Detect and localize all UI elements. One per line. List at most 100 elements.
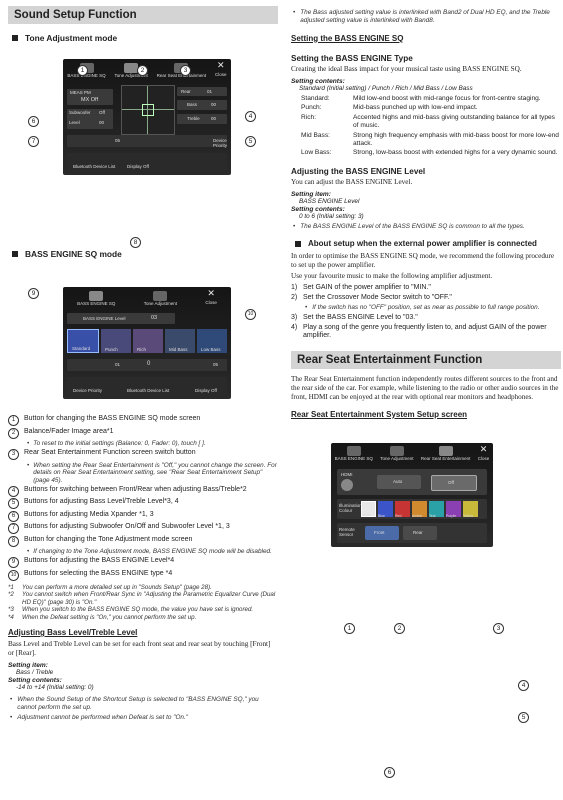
subwoofer-box[interactable]: Subwoofer Off Level 00 bbox=[67, 109, 113, 129]
callout-2: 2 bbox=[137, 65, 148, 76]
tab-tone-adjustment[interactable]: Tone Adjustment bbox=[380, 446, 414, 461]
treble-level-row[interactable]: Treble 00 bbox=[177, 114, 227, 124]
tab-bass-engine[interactable]: BASS ENGINE SQ bbox=[335, 446, 373, 461]
amp-heading: About setup when the external power ampl… bbox=[291, 239, 561, 249]
callout-6: 6 bbox=[28, 116, 39, 127]
type-row: Mid Bass:Strong high frequency emphasis … bbox=[301, 131, 559, 147]
rse-screenshot: BASS ENGINE SQ Tone Adjustment Rear Seat… bbox=[331, 442, 493, 547]
level-contents-label: Setting contents: bbox=[291, 206, 345, 214]
media-xpander-box[interactable]: MEAS PM MX Off bbox=[67, 89, 113, 105]
auto-button[interactable]: Auto bbox=[377, 474, 421, 489]
right-column: •The Bass adjusted setting value is inte… bbox=[291, 0, 561, 547]
type-mid-bass[interactable]: Mid Bass bbox=[165, 329, 195, 353]
balance-fader-area[interactable] bbox=[121, 85, 175, 135]
type-row: Rich:Accented highs and mid-bass giving … bbox=[301, 114, 555, 129]
tab-close[interactable]: ✕Close bbox=[205, 288, 217, 305]
color-swatch-label: White bbox=[362, 512, 371, 517]
color-swatch-label: Red bbox=[395, 513, 402, 518]
rear-source-box: HDMI Auto Off bbox=[337, 468, 487, 495]
step: 1)Set GAIN of the power amplifier to "MI… bbox=[291, 283, 431, 291]
tone-screenshot: BASS ENGINE SQ Tone Adjustment Rear Seat… bbox=[63, 59, 231, 175]
bass-engine-level-row[interactable]: BASS ENGINE Level 03 bbox=[67, 313, 175, 324]
color-swatch-yellow[interactable]: Yellow bbox=[463, 500, 478, 518]
color-swatch-white[interactable]: White bbox=[361, 500, 376, 517]
tone-heading: Tone Adjustment mode bbox=[8, 33, 278, 43]
bullet: •When the Sound Setup of the Shortcut Se… bbox=[10, 696, 259, 711]
level-heading: Adjusting the BASS ENGINE Level bbox=[291, 167, 426, 177]
bass-screenshot: BASS ENGINE SQ Tone Adjustment ✕Close BA… bbox=[63, 287, 231, 399]
type-table: Standard:Mild low-end boost with mid-ran… bbox=[301, 95, 561, 158]
color-swatch-purple[interactable]: Purple bbox=[446, 500, 461, 518]
level-text: You can adjust the BASS ENGINE Level. bbox=[291, 178, 413, 187]
callout-1: 1 bbox=[344, 623, 355, 634]
tab-rear-seat[interactable]: Rear Seat Entertainment bbox=[421, 446, 470, 461]
bass-type-selector: Standard Punch Rich Mid Bass Low Bass bbox=[67, 329, 227, 353]
setting-contents-label: Setting contents: bbox=[8, 677, 62, 684]
level-bullet: •The BASS ENGINE Level of the BASS ENGIN… bbox=[293, 223, 525, 231]
step: 2)Set the Crossover Mode Sector switch t… bbox=[291, 293, 452, 301]
bass-setting-heading: Setting the BASS ENGINE SQ bbox=[291, 33, 404, 43]
rse-title: Rear Seat Entertainment Function bbox=[291, 350, 561, 369]
callout-3: 3 bbox=[180, 65, 191, 76]
volume-row-2: 01 0 05 bbox=[67, 359, 227, 371]
section-title: Sound Setup Function bbox=[8, 6, 278, 24]
sub-note: •To reset to the initial settings (Balan… bbox=[27, 440, 206, 447]
rse-text: The Rear Seat Entertainment function ind… bbox=[291, 374, 559, 401]
callout-4: 4 bbox=[518, 680, 529, 691]
level-item-label: Setting item: bbox=[291, 191, 331, 199]
rear-button[interactable]: Rear bbox=[403, 525, 437, 540]
front-rear-switch[interactable]: Rear 01 bbox=[177, 87, 227, 96]
bass-heading: BASS ENGINE SQ mode bbox=[8, 249, 278, 259]
callout-3: 3 bbox=[493, 623, 504, 634]
type-punch[interactable]: Punch bbox=[101, 329, 131, 353]
tab-tone-adjustment[interactable]: Tone Adjustment bbox=[115, 62, 148, 78]
front-button[interactable]: Front bbox=[365, 525, 399, 540]
tab-tone-adjustment[interactable]: Tone Adjustment bbox=[144, 290, 177, 306]
rear-source-icon bbox=[341, 478, 353, 491]
tab-close[interactable]: ✕Close bbox=[215, 60, 227, 77]
setting-item-label: Setting item: bbox=[8, 662, 48, 669]
color-swatch-teal[interactable]: Teal bbox=[429, 500, 444, 518]
screen-tabs-3: BASS ENGINE SQ Tone Adjustment Rear Seat… bbox=[331, 443, 493, 465]
type-row: Punch:Mid-bass punched up with low-end i… bbox=[301, 104, 478, 112]
bullet: •Adjustment cannot be performed when Def… bbox=[10, 713, 189, 721]
amp-text-2: Use your favourite music to make the fol… bbox=[291, 271, 493, 280]
color-swatch-label: Teal bbox=[429, 513, 436, 518]
off-button[interactable]: Off bbox=[431, 474, 477, 491]
color-swatch-blue[interactable]: Blue bbox=[378, 500, 393, 518]
amp-text-1: In order to optimise the BASS ENGINE SQ … bbox=[291, 251, 555, 269]
color-swatch-label: Yellow bbox=[463, 513, 473, 518]
type-rich[interactable]: Rich bbox=[133, 329, 163, 353]
type-contents-label: Setting contents: bbox=[291, 77, 345, 85]
color-swatch-amber[interactable]: Amber bbox=[412, 500, 427, 518]
callout-6: 6 bbox=[384, 767, 395, 778]
type-row: Standard:Mild low-end boost with mid-ran… bbox=[301, 94, 541, 102]
step-sub: •If the switch has no "OFF" position, se… bbox=[305, 304, 540, 312]
sub-note: •If changing to the Tone Adjustment mode… bbox=[27, 548, 272, 556]
type-standard[interactable]: Standard bbox=[67, 329, 99, 353]
tab-close[interactable]: ✕Close bbox=[477, 443, 490, 461]
tab-bass-engine[interactable]: BASS ENGINE SQ bbox=[77, 290, 115, 306]
callout-5: 5 bbox=[518, 712, 529, 723]
screen-tabs-2: BASS ENGINE SQ Tone Adjustment ✕Close bbox=[63, 287, 231, 309]
type-low-bass[interactable]: Low Bass bbox=[197, 329, 227, 353]
bass-level-row[interactable]: Bass 00 bbox=[177, 100, 227, 110]
type-text: Creating the ideal Bass impact for your … bbox=[291, 64, 522, 73]
type-contents: Standard (Initial setting) / Punch / Ric… bbox=[299, 84, 473, 92]
setting-item-value: Bass / Treble bbox=[16, 669, 54, 676]
color-swatch-red[interactable]: Red bbox=[395, 500, 410, 518]
amp-steps: 1)Set GAIN of the power amplifier to "MI… bbox=[291, 284, 561, 341]
